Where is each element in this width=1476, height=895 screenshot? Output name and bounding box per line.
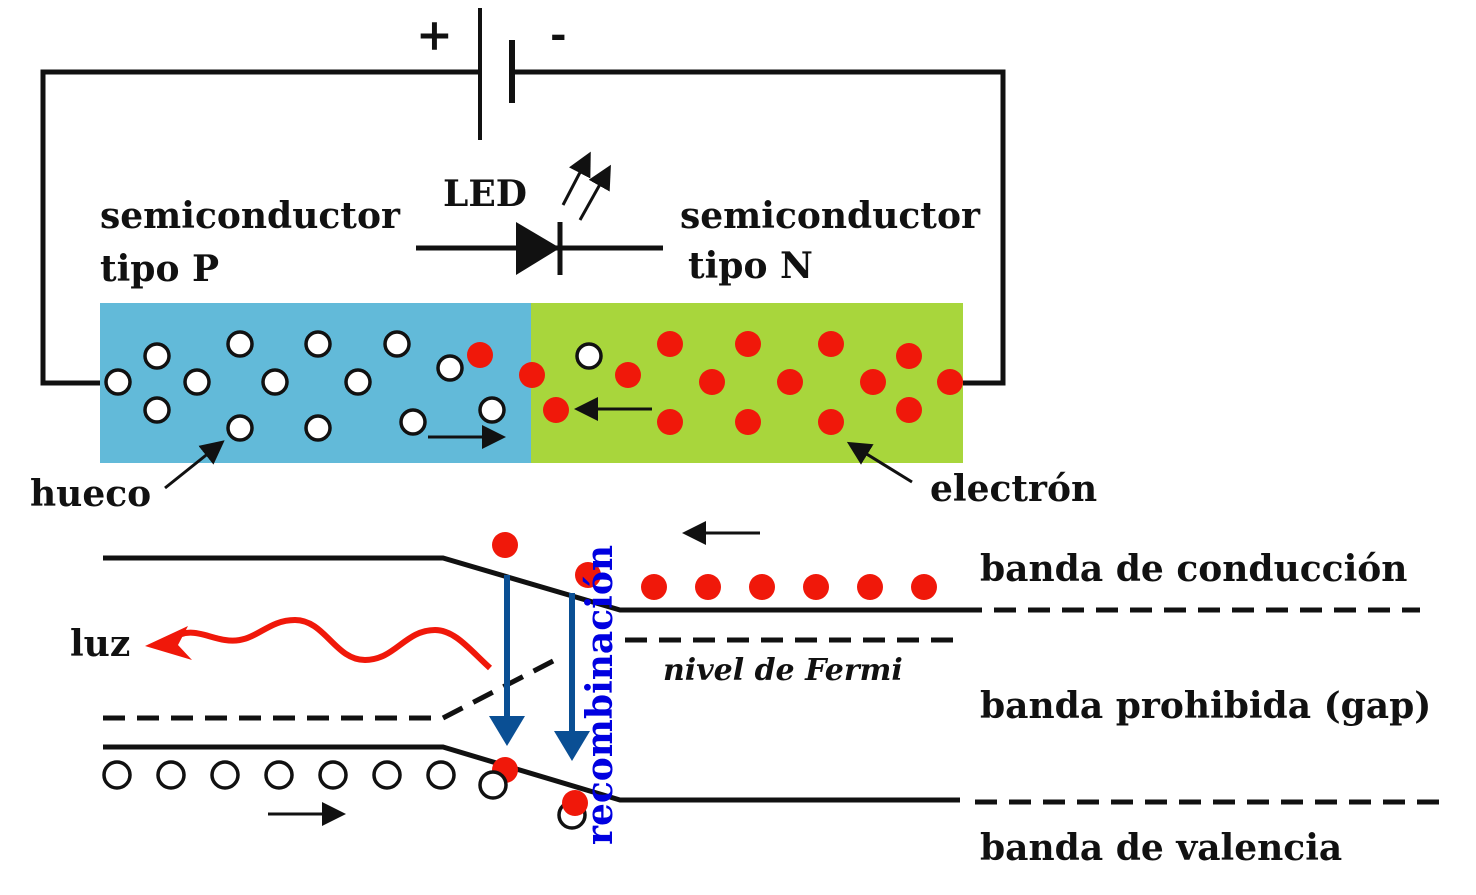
light-label: luz [70,623,130,665]
battery-icon [478,8,515,140]
conduction-band-line [103,555,960,613]
valence-band-line [103,744,960,803]
p-type-label-line2: tipo P [100,248,219,290]
fermi-level-label: nivel de Fermi [663,653,903,688]
p-type-label-line1: semiconductor [100,195,401,237]
circuit-wire [40,69,1006,386]
n-type-label-line2: tipo N [688,245,813,287]
fermi-level-p [103,657,557,721]
led-diode-icon [416,151,663,275]
n-type-region [531,303,963,463]
conduction-band-label: banda de conducción [980,548,1407,590]
hole-label: hueco [30,473,151,515]
electrons-n-region [467,331,963,435]
valence-holes [102,757,588,830]
hole-pointer-arrow [164,440,225,490]
light-arrowhead-icon [145,626,192,660]
valence-band-label: banda de valencia [980,827,1342,869]
light-wave [168,616,493,671]
recombination-label: recombinación [579,545,621,845]
holes-p-region [104,330,603,442]
led-label: LED [443,173,527,215]
electron-label: electrón [930,468,1097,510]
conduction-electrons [492,532,937,600]
gap-label: banda prohibida (gap) [980,685,1431,727]
battery-plus-label: + [416,10,453,61]
electron-pointer-arrow [846,441,913,484]
battery-minus-label: - [550,11,567,58]
n-type-label-line1: semiconductor [680,195,981,237]
